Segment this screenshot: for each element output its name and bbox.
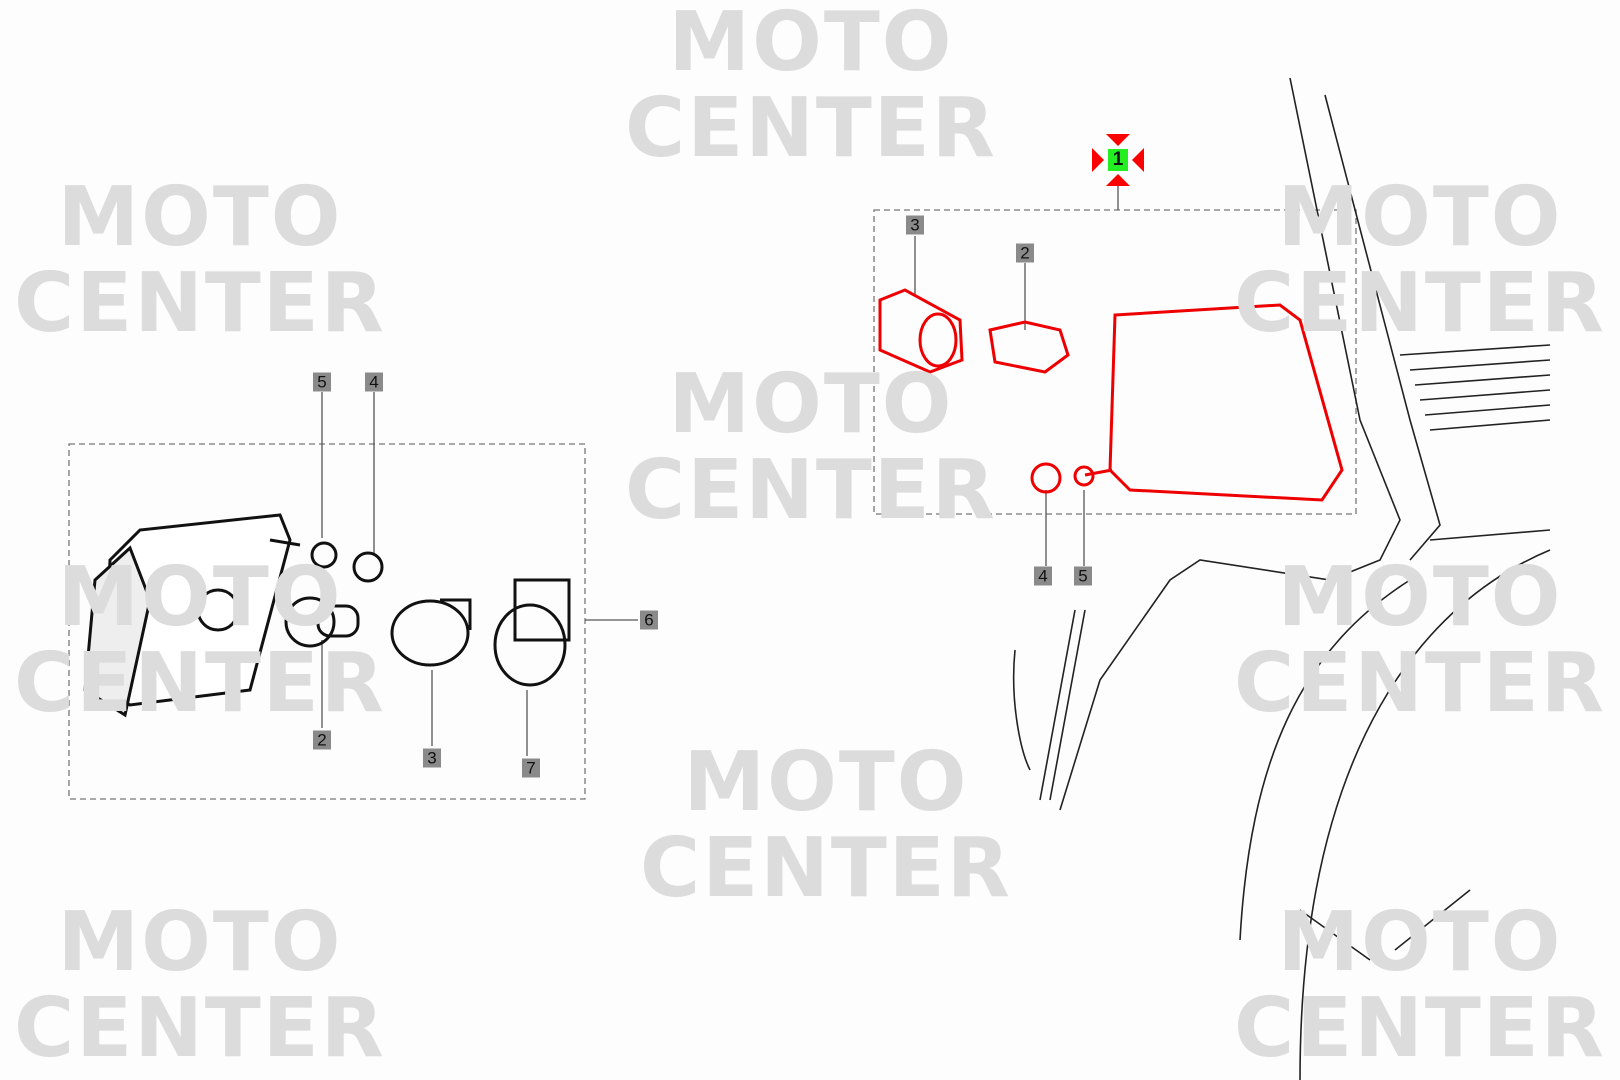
right-assembly-parts [878, 288, 1344, 502]
callout-left-5[interactable]: 5 [313, 372, 331, 392]
callout-left-4[interactable]: 4 [365, 372, 383, 392]
callout-left-3[interactable]: 3 [423, 748, 441, 768]
callout-left-7[interactable]: 7 [522, 758, 540, 778]
left-assembly-parts [83, 513, 571, 718]
selection-arrows-icon [1092, 134, 1144, 186]
callout-right-3[interactable]: 3 [906, 215, 924, 235]
left-assembly-box [68, 443, 586, 800]
scooter-body-outline [1012, 77, 1551, 1080]
right-assembly-box [873, 209, 1357, 515]
marker-label: 1 [1108, 149, 1128, 171]
selected-part-marker[interactable]: 1 [1091, 133, 1145, 187]
callout-right-2[interactable]: 2 [1016, 243, 1034, 263]
callout-left-6[interactable]: 6 [640, 610, 658, 630]
callout-left-2[interactable]: 2 [313, 730, 331, 750]
callout-right-5[interactable]: 5 [1074, 566, 1092, 586]
callout-right-4[interactable]: 4 [1034, 566, 1052, 586]
